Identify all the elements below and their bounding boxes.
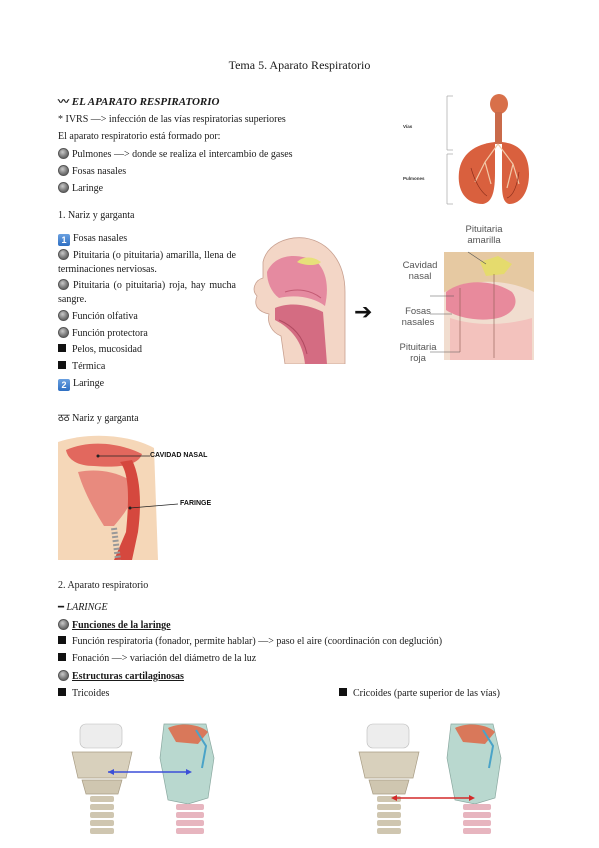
larynx-figure-cricoides (355, 718, 515, 838)
list-item: Función protectora (58, 327, 148, 339)
laringe-heading: ━ LARINGE (58, 602, 108, 613)
gear-bullet-icon (58, 619, 69, 630)
list-item-text: Estructuras cartilaginosas (72, 671, 184, 682)
pituitaria-amarilla-label: Pituitaria amarilla (465, 224, 503, 246)
list-item-text: Función olfativa (72, 311, 138, 322)
nose-section-illustration (430, 251, 534, 360)
throat-illustration (58, 435, 179, 560)
subsection-heading: 1. Nariz y garganta (58, 210, 135, 221)
list-item: Fonación —> variación del diámetro de la… (58, 653, 256, 664)
gear-bullet-icon (58, 249, 69, 260)
list-item-text: Fonación —> variación del diámetro de la… (72, 653, 257, 664)
fosas-nasales-label: Fosas nasales (401, 306, 435, 328)
wave-icon: 〰 (58, 96, 69, 108)
head-profile-figure (245, 232, 350, 365)
cavidad-nasal-label: CAVIDAD NASAL (150, 452, 208, 459)
dash-icon: ━ (58, 602, 65, 613)
list-item-text: Función protectora (72, 328, 148, 339)
list-item-text: Laringe (72, 183, 104, 194)
gear-bullet-icon (58, 182, 69, 193)
square-bullet-icon (58, 688, 66, 696)
right-arrow-icon: ➔ (354, 300, 373, 325)
list-item: Fosas nasales (58, 165, 126, 177)
list-item-text: Pituitaria (o pituitaria) roja, hay much… (58, 280, 236, 305)
faringe-label: FARINGE (180, 500, 212, 507)
square-bullet-icon (58, 653, 66, 661)
list-item-text: Fosas nasales (73, 233, 128, 244)
subsection-heading-text: Nariz y garganta (72, 413, 139, 424)
list-item-text: Cricoides (parte superior de las vías) (353, 688, 500, 699)
lungs-figure: Vías Pulmones (395, 92, 530, 207)
list-item-text: Tricoides (72, 688, 110, 699)
subsection-heading: ठठ Nariz y garganta (58, 410, 139, 424)
list-item: Tricoides (58, 688, 109, 699)
page-title: Tema 5. Aparato Respiratorio (228, 58, 371, 72)
number-badge-icon: 2 (58, 379, 70, 391)
list-item: Función respiratoria (fonador, permite h… (58, 636, 442, 647)
list-item: Térmica (58, 361, 105, 372)
gear-bullet-icon (58, 327, 69, 338)
list-item-text: Pelos, mucosidad (72, 344, 142, 355)
gear-bullet-icon (58, 148, 69, 159)
laringe-heading-text: LARINGE (66, 602, 108, 613)
list-item-text: Pituitaria (o pituitaria) amarilla, llen… (58, 250, 236, 275)
nose-section-figure: Pituitaria amarilla Cavidad nasal Fosas … (394, 222, 534, 367)
lungs-illustration (446, 94, 529, 205)
section-heading: 〰 EL APARATO RESPIRATORIO (58, 93, 219, 109)
list-item: Pulmones —> donde se realiza el intercam… (58, 148, 293, 160)
gear-bullet-icon (58, 165, 69, 176)
square-bullet-icon (58, 361, 66, 369)
list-item-text: Fosas nasales (72, 166, 127, 177)
larynx-illustration (71, 723, 215, 834)
list-item: Laringe (58, 182, 103, 194)
list-item-text: Laringe (73, 378, 105, 389)
list-item: Pituitaria (o pituitaria) roja, hay much… (58, 279, 236, 307)
pulmones-label: Pulmones (403, 176, 425, 181)
gear-bullet-icon (58, 670, 69, 681)
marker-symbol: ठठ (58, 413, 70, 424)
gear-bullet-icon (58, 310, 69, 321)
list-item: Cricoides (parte superior de las vías) (339, 688, 500, 699)
list-item: Estructuras cartilaginosas (58, 670, 184, 682)
throat-figure: CAVIDAD NASAL FARINGE (58, 432, 218, 560)
head-profile-illustration (253, 237, 346, 365)
list-item-text: Funciones de la laringe (72, 620, 171, 631)
cavidad-nasal-label: Cavidad nasal (402, 260, 438, 282)
subsection-heading: 2. Aparato respiratorio (58, 580, 149, 591)
list-item: Pituitaria (o pituitaria) amarilla, llen… (58, 249, 236, 277)
list-item-text: Pulmones —> donde se realiza el intercam… (72, 149, 293, 160)
section-heading-text: EL APARATO RESPIRATORIO (71, 96, 220, 108)
ivrs-note: * IVRS —> infección de las vías respirat… (58, 114, 286, 125)
list-item: Funciones de la laringe (58, 619, 171, 631)
pituitaria-roja-label: Pituitaria roja (399, 342, 437, 364)
list-item: Función olfativa (58, 310, 138, 322)
gear-bullet-icon (58, 279, 69, 290)
larynx-figure-tricoides (68, 718, 228, 838)
list-item-text: Térmica (72, 361, 106, 372)
larynx-illustration (358, 723, 502, 834)
square-bullet-icon (58, 636, 66, 644)
square-bullet-icon (339, 688, 347, 696)
list-item-text: Función respiratoria (fonador, permite h… (72, 636, 443, 647)
square-bullet-icon (58, 344, 66, 352)
list-item: Pelos, mucosidad (58, 344, 142, 355)
formed-by-text: El aparato respiratorio está formado por… (58, 131, 221, 142)
number-badge-icon: 1 (58, 234, 70, 246)
vias-label: Vías (403, 124, 413, 129)
